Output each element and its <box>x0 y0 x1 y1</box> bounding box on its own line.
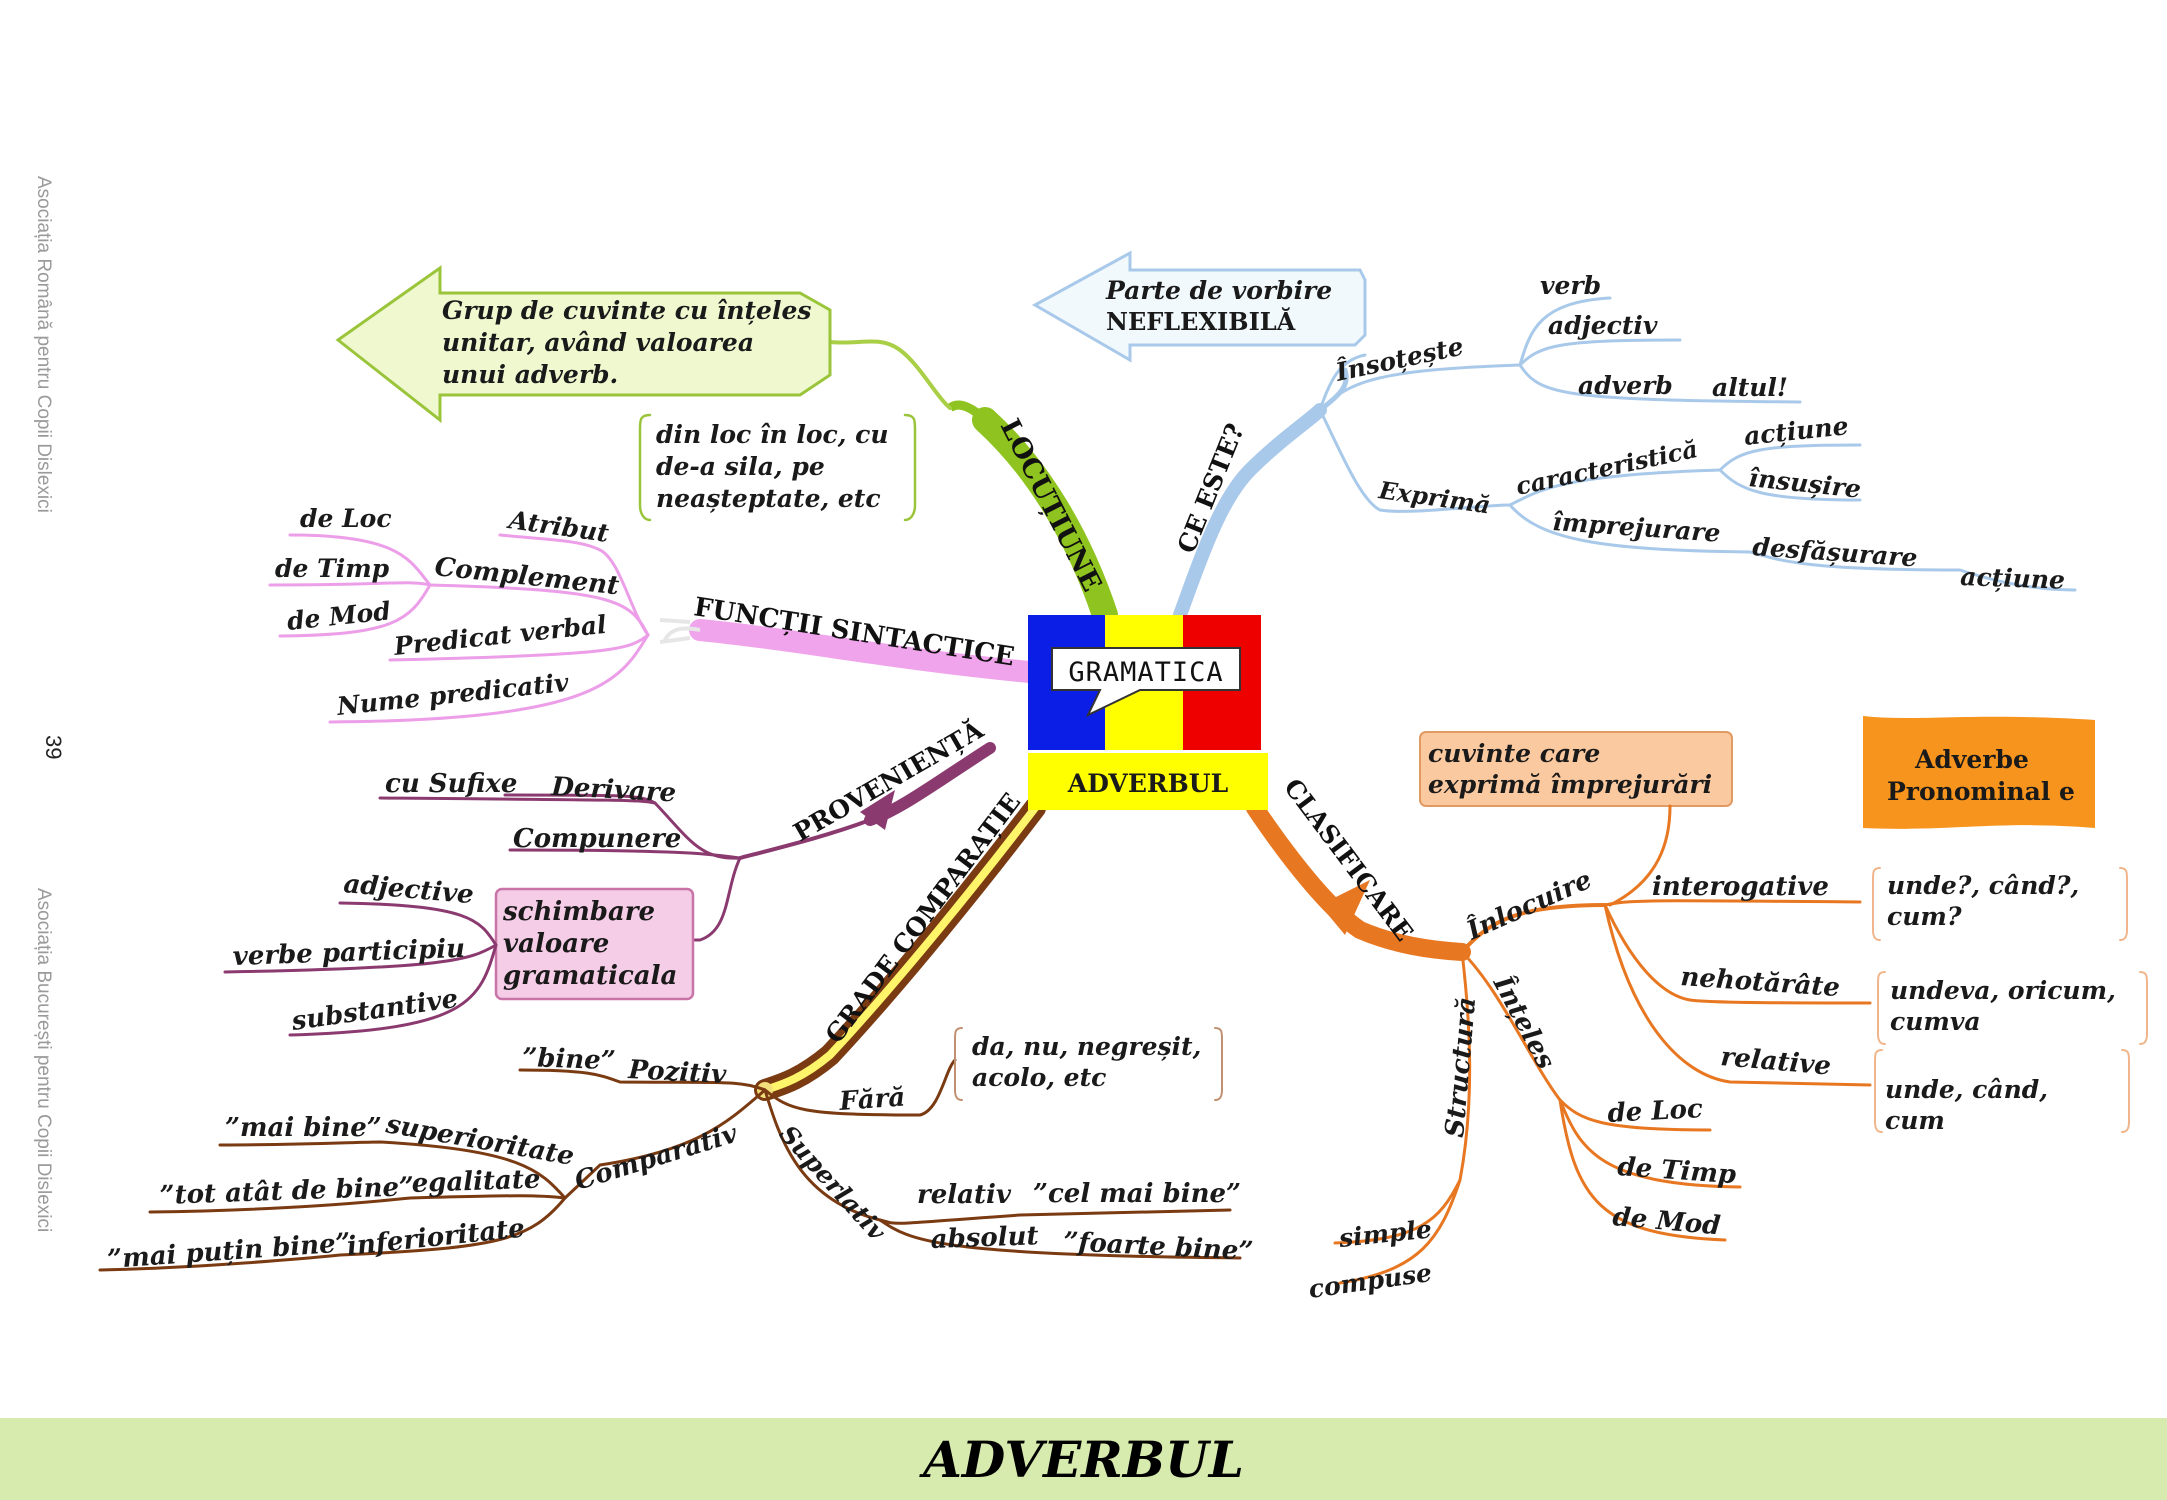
structura-item-compuse: compuse <box>1307 1258 1434 1304</box>
adverbe-pronominale-banner <box>1863 716 2095 829</box>
nehotarate-ex-line-1: undeva, oricum, <box>1890 976 2116 1005</box>
clasificare-definition-box <box>1419 731 1733 807</box>
functii-complement: Complement <box>433 552 620 601</box>
inteles-item-mod: de Mod <box>1611 1202 1721 1241</box>
ce-este-definition-line-2: NEFLEXIBILĂ <box>1106 307 1296 336</box>
interogative-ex-line-2: cum? <box>1887 902 1962 931</box>
complement-item-mod: de Mod <box>286 596 392 636</box>
footer-title: ADVERBUL <box>923 1430 1244 1489</box>
exprima-label: Exprimă <box>1376 475 1492 519</box>
clasificare-definition-line-1: cuvinte care <box>1428 739 1600 768</box>
grade-egalitate: egalitate <box>411 1165 541 1199</box>
nehotarate-ex-line-2: cumva <box>1890 1007 1981 1036</box>
functii-nume: Nume predicativ <box>335 668 571 721</box>
clasificare-branch: CLASIFICARE cuvinte care exprimă împreju… <box>1246 716 2148 1304</box>
clasificare-definition-line-2: exprimă împrejurări <box>1428 770 1712 799</box>
gramatica-bubble-text: GRAMATICA <box>1068 657 1223 688</box>
pronominale-line-1: Adverbe <box>1914 745 2029 774</box>
insoteste-item-adjectiv: adjectiv <box>1548 311 1658 340</box>
grade-fara: Fără <box>837 1082 906 1117</box>
locutiune-examples-line-3: neașteptate, etc <box>656 484 881 513</box>
grade-pozitiv-ex: ”bine” <box>522 1043 616 1076</box>
grade-absolut: absolut <box>930 1221 1039 1255</box>
functii-branch: FUNCȚII SINTACTICE Atribut Complement Pr… <box>268 504 1041 724</box>
ce-este-branch: Parte de vorbire NEFLEXIBILĂ CE ESTE? În… <box>1031 250 2077 622</box>
schimbare-line-3: gramaticala <box>503 961 677 991</box>
clasificare-nehotarate: nehotărâte <box>1680 962 1841 1003</box>
grade-superioritate: superioritate <box>383 1109 576 1172</box>
clasificare-interogative: interogative <box>1652 872 1829 902</box>
provenienta-label: PROVENIENȚĂ <box>789 715 989 847</box>
grade-superlativ: Superlativ <box>774 1120 892 1247</box>
interogative-ex-line-1: unde?, când?, <box>1887 871 2079 900</box>
footer-band <box>0 1418 2167 1500</box>
locutiune-label: LOCUȚIUNE <box>994 414 1107 597</box>
ce-este-definition-line-1: Parte de vorbire <box>1105 276 1332 305</box>
clasificare-relative: relative <box>1719 1042 1832 1082</box>
grade-absolut-ex: ”foarte bine” <box>1063 1227 1254 1267</box>
grade-relativ-ex: ”cel mai bine” <box>1033 1179 1241 1209</box>
grade-branch: GRADE COMPARAȚIE Pozitiv ”bine” Fără da,… <box>98 788 1254 1275</box>
caracteristica-label: caracteristică <box>1513 434 1700 501</box>
ce-este-definition-arrow <box>1031 250 1367 363</box>
locutiune-definition-line-2: unitar, având valoarea <box>442 328 754 357</box>
inteles-item-loc: de Loc <box>1607 1094 1704 1129</box>
sidebar-text-top: Asociația Română pentru Copii Dislexici <box>33 176 54 513</box>
grade-inferioritate-ex: ”mai puțin bine” <box>106 1228 351 1275</box>
center-title-box <box>1028 753 1268 810</box>
complement-item-timp: de Timp <box>275 554 390 583</box>
provenienta-compunere: Compunere <box>513 824 681 854</box>
page-number: 39 <box>41 735 66 760</box>
provenienta-derivare: Derivare <box>550 772 677 809</box>
locutiune-definition-line-1: Grup de cuvinte cu înțeles <box>442 296 811 325</box>
schimbare-item-verbe: verbe participiu <box>232 934 465 972</box>
grade-superioritate-ex: ”mai bine” <box>225 1113 382 1143</box>
insoteste-item-adverb: adverb <box>1578 371 1673 400</box>
insoteste-item-verb: verb <box>1540 271 1601 300</box>
actiune-label: acțiune <box>1960 562 2066 595</box>
desfasurare-label: desfășurare <box>1752 532 1919 572</box>
complement-item-loc: de Loc <box>300 504 392 533</box>
locutiune-definition-line-3: unui adverb. <box>442 360 618 389</box>
clasificare-structura: Structură <box>1440 996 1482 1139</box>
grade-fara-ex-line-2: acolo, etc <box>972 1063 1106 1092</box>
sidebar-text-bottom: Asociația București pentru Copii Dislexi… <box>33 888 54 1233</box>
grade-pozitiv: Pozitiv <box>627 1055 728 1090</box>
insoteste-altul: altul! <box>1712 373 1788 402</box>
clasificare-inteles: Înțeles <box>1486 969 1562 1074</box>
center-title: ADVERBUL <box>1067 769 1229 798</box>
provenienta-sufixe: cu Sufixe <box>385 769 517 799</box>
relative-ex-line-2: cum <box>1885 1106 1945 1135</box>
grade-fara-ex-line-1: da, nu, negreșit, <box>972 1032 1201 1061</box>
grade-egalitate-ex: ”tot atât de bine” <box>159 1172 414 1211</box>
grade-relativ: relativ <box>917 1180 1012 1210</box>
relative-ex-line-1: unde, când, <box>1885 1075 2048 1104</box>
schimbare-line-2: valoare <box>503 929 609 959</box>
pronominale-line-2: Pronominal e <box>1887 777 2075 806</box>
inteles-item-timp: de Timp <box>1617 1152 1738 1190</box>
grade-comparativ: Comparativ <box>571 1119 741 1197</box>
locutiune-examples-line-2: de-a sila, pe <box>656 452 825 481</box>
center-flag: GRAMATICA ADVERBUL <box>1028 615 1268 810</box>
structura-item-simple: simple <box>1337 1214 1433 1253</box>
grade-inferioritate: inferioritate <box>346 1213 527 1261</box>
caracteristica-item-insusire: însușire <box>1747 463 1862 504</box>
schimbare-line-1: schimbare <box>502 897 655 927</box>
locutiune-definition-arrow <box>335 265 832 424</box>
locutiune-examples-line-1: din loc în loc, cu <box>656 420 889 449</box>
locutiune-examples-bracket <box>638 413 652 522</box>
imprejurare-label: împrejurare <box>1552 507 1722 548</box>
